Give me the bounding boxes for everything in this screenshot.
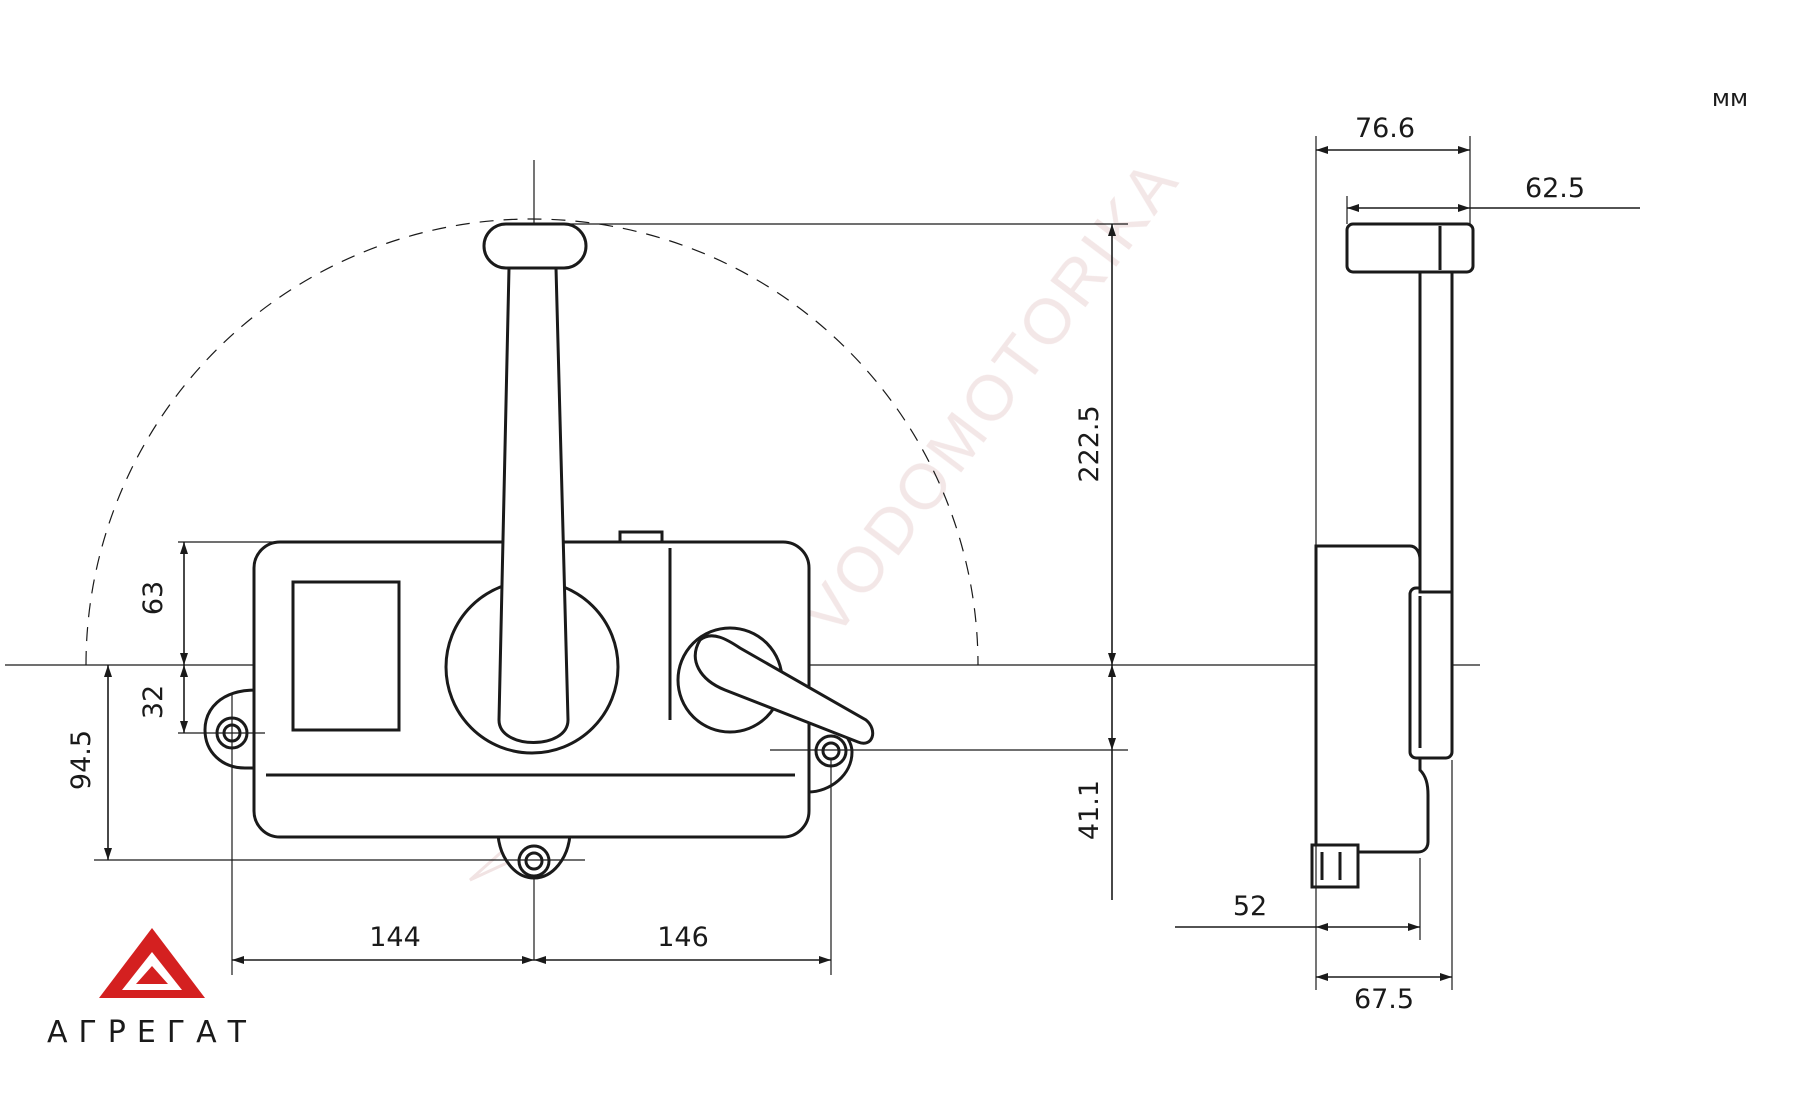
dim-side-handle: 62.5 bbox=[1525, 173, 1585, 204]
side-dimension-lines bbox=[1175, 146, 1640, 981]
dim-side-total: 76.6 bbox=[1355, 113, 1415, 144]
dim-bottom-hole: 94.5 bbox=[66, 730, 97, 790]
mount-hole-bottom bbox=[517, 844, 551, 878]
logo-text: АГРЕГАТ bbox=[47, 1015, 257, 1050]
side-cable-connector bbox=[1310, 843, 1360, 889]
side-extension-lines bbox=[1315, 136, 1471, 990]
front-dimension-labels: 222.5 41.1 63 32 94.5 144 146 bbox=[66, 405, 1105, 953]
logo-triangle-icon bbox=[99, 928, 205, 1002]
side-housing bbox=[1314, 544, 1430, 854]
units-label: мм bbox=[1712, 84, 1748, 112]
front-dimension-lines bbox=[104, 224, 1116, 964]
side-view bbox=[1310, 222, 1475, 889]
dim-right-hole: 41.1 bbox=[1074, 780, 1105, 840]
dim-right-span: 146 bbox=[657, 922, 709, 953]
dim-hole-offset: 32 bbox=[138, 685, 169, 719]
top-tab bbox=[618, 530, 664, 544]
label-plate bbox=[291, 580, 401, 732]
watermark-text: VODOMOTORIKA bbox=[789, 145, 1194, 649]
throttle-lever bbox=[497, 266, 570, 744]
side-lever-knob bbox=[1345, 222, 1475, 274]
front-extension-lines bbox=[94, 223, 1128, 975]
dim-side-base: 52 bbox=[1233, 891, 1267, 922]
lever-swing-arc bbox=[85, 218, 979, 666]
dim-body-top: 63 bbox=[138, 581, 169, 615]
front-view bbox=[203, 222, 875, 880]
neutral-release-lever bbox=[693, 634, 875, 745]
side-hub bbox=[1408, 586, 1454, 760]
side-dimension-labels: 76.6 62.5 52 67.5 bbox=[1233, 113, 1585, 1015]
dim-side-body: 67.5 bbox=[1354, 984, 1414, 1015]
dim-left-span: 144 bbox=[369, 922, 421, 953]
dim-lever-height: 222.5 bbox=[1074, 405, 1105, 482]
logo: АГРЕГАТ bbox=[47, 928, 257, 1050]
side-lever-shaft bbox=[1418, 270, 1454, 594]
lever-knob bbox=[482, 222, 588, 270]
